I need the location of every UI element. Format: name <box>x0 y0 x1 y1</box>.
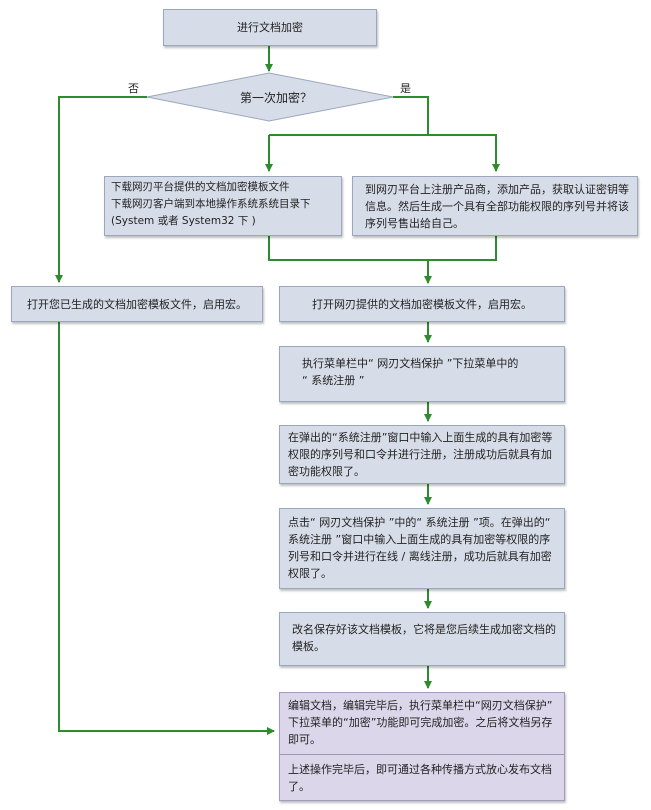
popup-register-text: 在弹出的“系统注册”窗口中输入上面生成的具有加密等权限的序列号和口令并进行注册，… <box>288 431 553 478</box>
open-existing-box: 打开您已生成的文档加密模板文件，启用宏。 <box>11 286 263 322</box>
online-register-text: 点击“ 网刃文档保护 ”中的“ 系统注册 ”项。在弹出的“ 系统注册 ”窗口中输… <box>288 516 552 580</box>
arrow-no-branch <box>55 96 147 283</box>
arrow-yes-branch <box>269 96 429 136</box>
save-template-box: 改名保存好该文档模板，它将是您后续生成加密文档的模板。 <box>279 612 565 666</box>
final-box: 编辑文档，编辑完毕后，执行菜单栏中“网刃文档保护” 下拉菜单的“加密”功能即可完… <box>279 692 565 801</box>
menu-step-box: 执行菜单栏中“ 网刃文档保护 ”下拉菜单中的 “ 系统注册 ” <box>279 346 565 402</box>
decision-diamond <box>146 72 394 122</box>
open-template-text: 打开网刃提供的文档加密模板文件，启用宏。 <box>312 297 532 311</box>
no-label: 否 <box>128 82 139 95</box>
download-box: 下载网刃平台提供的文档加密模板文件 下载网刃客户端到本地操作系统系统目录下 (S… <box>104 176 342 236</box>
download-line-3: (System 或者 System32 下 ) <box>111 215 256 227</box>
edit-doc-text: 编辑文档，编辑完毕后，执行菜单栏中“网刃文档保护” 下拉菜单的“加密”功能即可完… <box>288 699 553 746</box>
register-box: 到网刃平台上注册产品商，添加产品，获取认证密钥等信息。然后生成一个具有全部功能权… <box>352 176 638 236</box>
open-template-box: 打开网刃提供的文档加密模板文件，启用宏。 <box>279 286 565 322</box>
final-divider <box>280 754 564 755</box>
save-template-text: 改名保存好该文档模板，它将是您后续生成加密文档的模板。 <box>292 623 556 653</box>
start-box: 进行文档加密 <box>163 9 377 46</box>
decision-text: 第一次加密？ <box>240 91 313 105</box>
arrow-existing-to-edit <box>58 322 275 735</box>
merge-line <box>268 236 497 261</box>
publish-text: 上述操作完毕后，即可通过各种传播方式放心发布文档了。 <box>288 763 552 793</box>
register-text: 到网刃平台上注册产品商，添加产品，获取认证密钥等信息。然后生成一个具有全部功能权… <box>365 183 629 230</box>
menu-step-line-2: “ 系统注册 ” <box>302 374 365 387</box>
download-line-2: 下载网刃客户端到本地操作系统系统目录下 <box>111 198 311 210</box>
open-existing-text: 打开您已生成的文档加密模板文件，启用宏。 <box>27 297 247 311</box>
online-register-box: 点击“ 网刃文档保护 ”中的“ 系统注册 ”项。在弹出的“ 系统注册 ”窗口中输… <box>279 508 565 589</box>
arrow-to-register <box>428 134 500 172</box>
popup-register-box: 在弹出的“系统注册”窗口中输入上面生成的具有加密等权限的序列号和口令并进行注册，… <box>279 425 565 484</box>
yes-label: 是 <box>400 82 411 95</box>
start-text: 进行文档加密 <box>237 21 303 34</box>
download-line-1: 下载网刃平台提供的文档加密模板文件 <box>111 181 290 193</box>
menu-step-line-1: 执行菜单栏中“ 网刃文档保护 ”下拉菜单中的 <box>302 357 519 370</box>
